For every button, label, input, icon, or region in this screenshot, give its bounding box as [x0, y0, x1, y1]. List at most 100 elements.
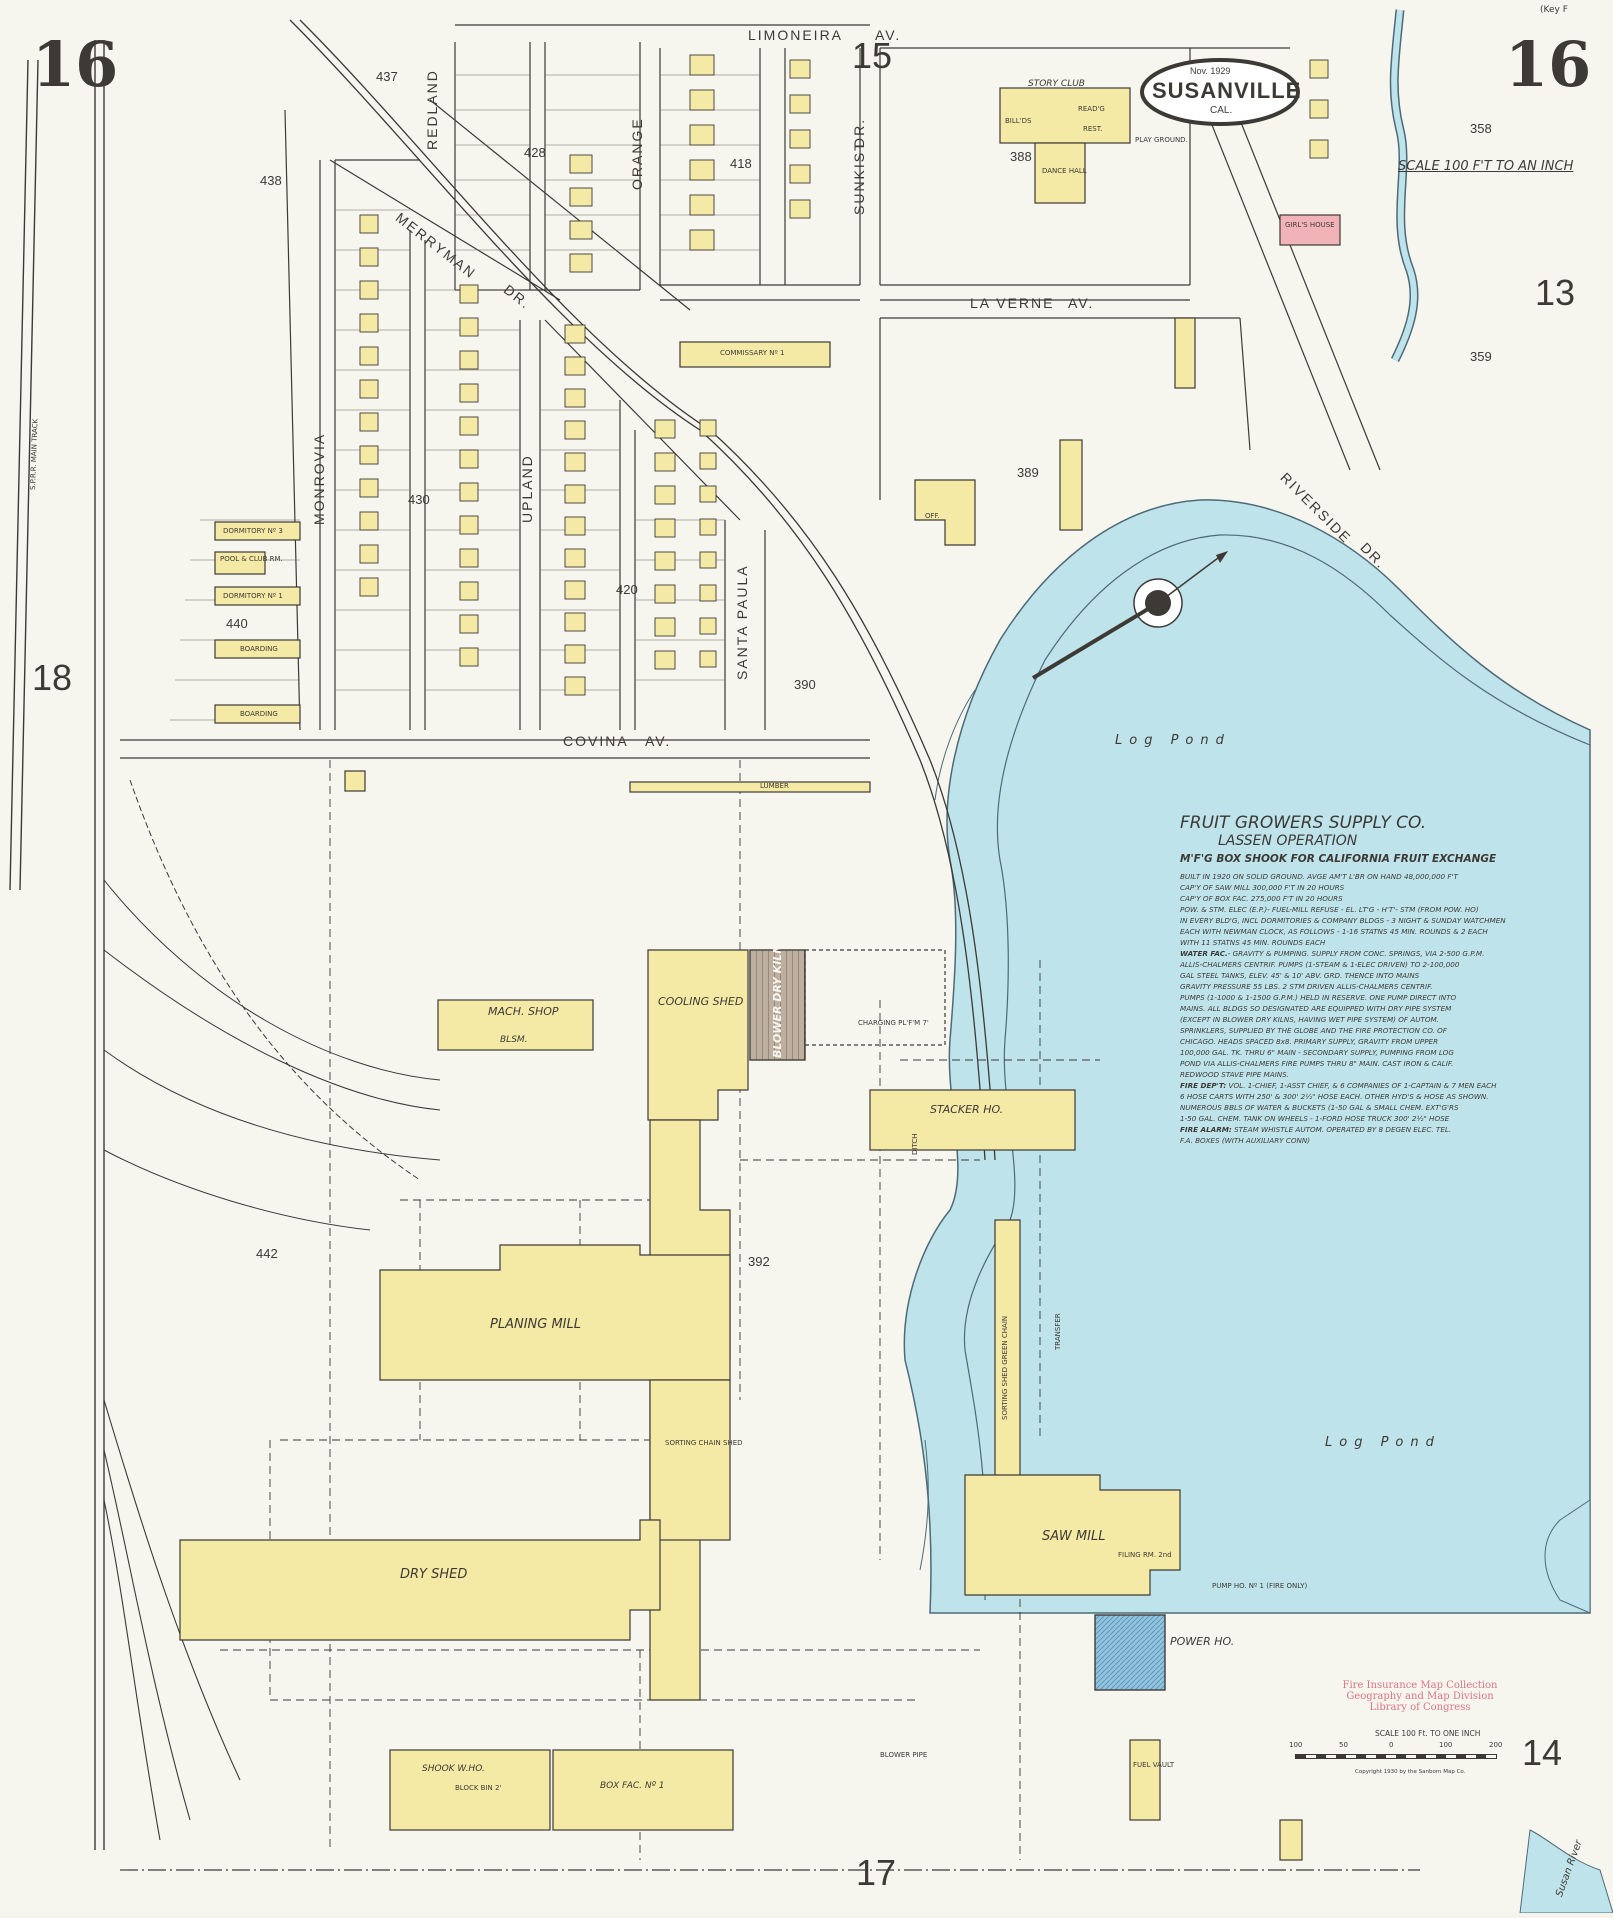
- dwelling: [359, 577, 379, 597]
- dormitory-1: [214, 586, 301, 606]
- dwelling: [789, 129, 811, 149]
- planing-mill: [379, 1244, 731, 1381]
- dwelling: [789, 164, 811, 184]
- dwelling: [699, 650, 717, 668]
- dwelling: [359, 478, 379, 498]
- block-420: 420: [616, 582, 638, 597]
- label-lumber: LUMBER: [760, 782, 789, 790]
- dwelling: [359, 247, 379, 267]
- label-girls-house: GIRL'S HOUSE: [1285, 221, 1335, 229]
- dwelling: [689, 194, 715, 216]
- cooling-shed: [647, 949, 749, 1121]
- library-stamp: Fire Insurance Map Collection Geography …: [1330, 1680, 1510, 1713]
- scale-bar-line: [1295, 1754, 1497, 1759]
- dwelling: [459, 482, 479, 502]
- label-charging-platform: CHARGING PL'F'M 7': [858, 1019, 929, 1027]
- machine-shop: [437, 999, 594, 1051]
- block-442: 442: [256, 1246, 278, 1261]
- log-pond-label-1: Log Pond: [1115, 733, 1231, 748]
- block-428: 428: [524, 145, 546, 160]
- dwelling: [564, 580, 586, 600]
- dwelling: [654, 419, 676, 439]
- street-monrovia: MONROVIA: [311, 432, 327, 525]
- legend-fire-alarm-line-heading: FIRE ALARM:: [1180, 1124, 1232, 1134]
- adjacent-sheet-right-lower: 14: [1522, 1732, 1563, 1773]
- dwelling: [359, 214, 379, 234]
- legend-line: IN EVERY BLD'G, INCL DORMITORIES & COMPA…: [1180, 915, 1506, 925]
- legend-water-line: REDWOOD STAVE PIPE MAINS.: [1180, 1069, 1289, 1079]
- cartouche: [1140, 58, 1300, 126]
- legend-fire-dept-line: FIRE DEP'T: VOL. 1-CHIEF, 1-ASST CHIEF, …: [1180, 1080, 1497, 1090]
- dwelling: [569, 187, 593, 207]
- legend-body: BUILT IN 1920 ON SOLID GROUND. AVGE AM'T…: [1180, 871, 1580, 1146]
- label-cooling-shed: COOLING SHED: [658, 995, 744, 1008]
- dormitory-3: [214, 521, 301, 541]
- industrial-buildings: [179, 87, 1341, 1861]
- block-438: 438: [260, 173, 282, 188]
- scale-bar-tick-label: 100: [1439, 1741, 1453, 1749]
- label-boarding-1: BOARDING: [240, 645, 278, 653]
- label-shook-wh: SHOOK W.HO.: [422, 1764, 485, 1774]
- dwelling: [699, 617, 717, 635]
- dwelling: [359, 445, 379, 465]
- label-blower-pipe: BLOWER PIPE: [880, 1751, 928, 1759]
- dwelling: [689, 124, 715, 146]
- legend-fire-dept-line: 1-50 GAL. CHEM. TANK ON WHEELS - 1-FORD …: [1180, 1113, 1450, 1123]
- legend-water-line: ALLIS-CHALMERS CENTRIF. PUMPS (1-STEAM &…: [1180, 959, 1460, 969]
- dwelling: [699, 518, 717, 536]
- water-features: [903, 9, 1613, 1914]
- label-reading: READ'G: [1078, 105, 1105, 113]
- legend-line: CAP'Y OF BOX FAC. 275,000 F'T IN 20 HOUR…: [1180, 893, 1343, 903]
- label-stacker-ho: STACKER HO.: [930, 1103, 1004, 1116]
- cartouche-town: SUSANVILLE: [1152, 78, 1302, 103]
- label-office: OFF.: [925, 512, 940, 520]
- dwelling: [459, 416, 479, 436]
- legend-water-line: MAINS. ALL BLDGS SO DESIGNATED ARE EQUIP…: [1180, 1003, 1452, 1013]
- scale-bar-copyright: Copyright 1930 by the Sanborn Map Co.: [1355, 1769, 1466, 1775]
- label-dry-shed: DRY SHED: [400, 1567, 468, 1582]
- legend-water-line: (EXCEPT IN BLOWER DRY KILNS, HAVING WET …: [1180, 1014, 1440, 1024]
- street-redland: REDLAND: [424, 69, 440, 150]
- street-limoneira-suffix: AV.: [875, 27, 902, 43]
- legend-line: WITH 11 STATNS 45 MIN. ROUNDS EACH: [1180, 937, 1326, 947]
- scale-bar-title: SCALE 100 Ft. TO ONE INCH: [1375, 1729, 1481, 1738]
- dwelling: [789, 59, 811, 79]
- dwelling: [564, 420, 586, 440]
- log-pond-area: [903, 499, 1591, 1614]
- boarding-2: [214, 704, 301, 724]
- label-boarding-2: BOARDING: [240, 710, 278, 718]
- scale-bar-tick-label: 200: [1489, 1741, 1503, 1749]
- legend-subtitle: M'F'G BOX SHOOK FOR CALIFORNIA FRUIT EXC…: [1180, 853, 1497, 865]
- dwelling: [564, 388, 586, 408]
- label-pump-ho: PUMP HO. Nº 1 (FIRE ONLY): [1212, 1582, 1308, 1590]
- dwelling: [564, 612, 586, 632]
- label-sorting-chain-shed: SORTING CHAIN SHED: [665, 1439, 743, 1447]
- block-359: 359: [1470, 349, 1492, 364]
- street-la-verne: LA VERNE: [970, 295, 1055, 311]
- dwelling: [654, 617, 676, 637]
- legend-company: FRUIT GROWERS SUPPLY CO.: [1180, 813, 1427, 833]
- compass-rose: [1031, 551, 1228, 680]
- label-commissary: COMMISSARY Nº 1: [720, 349, 785, 357]
- label-sorting-shed-green-chain: SORTING SHED GREEN CHAIN: [1001, 1315, 1009, 1420]
- cartouche-date: Nov. 1929: [1190, 66, 1231, 76]
- dwelling: [689, 54, 715, 76]
- story-club: [999, 87, 1131, 144]
- dwelling: [459, 317, 479, 337]
- label-saw-mill: SAW MILL: [1042, 1529, 1106, 1544]
- dwelling: [459, 647, 479, 667]
- sorting-shed-green-chain: [994, 1219, 1021, 1481]
- dwelling: [359, 511, 379, 531]
- dwelling: [359, 379, 379, 399]
- adjacent-sheet-top: 15: [852, 35, 893, 76]
- pool-club: [214, 551, 266, 575]
- legend-fire-dept-line: NUMEROUS BBLS OF WATER & BUCKETS (1-50 G…: [1180, 1102, 1459, 1112]
- legend-water-line: GRAVITY PRESSURE 55 LBS. 2 STM DRIVEN AL…: [1180, 981, 1433, 991]
- dwelling: [569, 253, 593, 273]
- scale-bar-tick-label: 0: [1389, 1741, 1394, 1749]
- stamp-line-1: Fire Insurance Map Collection: [1342, 1680, 1498, 1691]
- fuel-vault: [1129, 1739, 1161, 1821]
- dwelling: [699, 485, 717, 503]
- scale-note: SCALE 100 F'T TO AN INCH: [1398, 159, 1574, 174]
